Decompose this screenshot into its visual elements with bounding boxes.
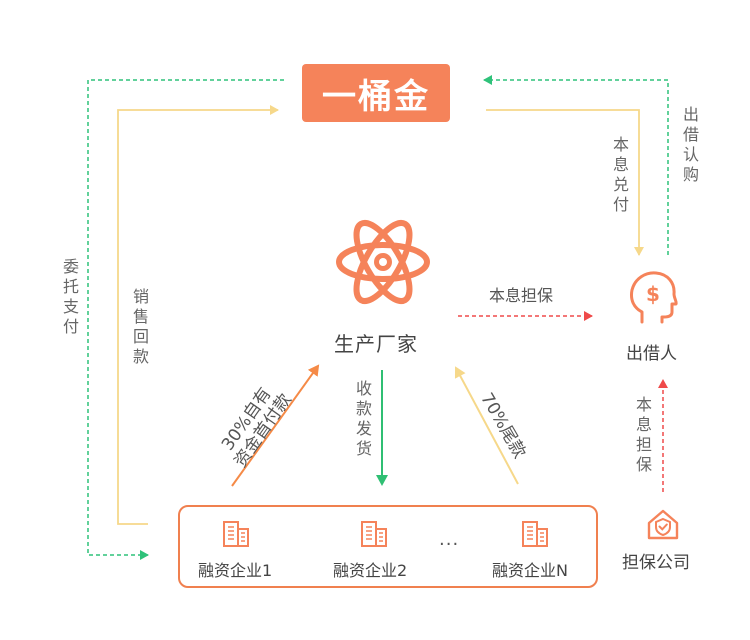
entrusted-payment-line — [87, 79, 284, 560]
lender-head-dollar-icon: $ — [630, 271, 678, 324]
enterprise-label: 融资企业N — [492, 561, 568, 580]
logo-yitongjin: 一桶金 — [302, 64, 450, 122]
entrusted-payment-label: 委托支付 — [60, 258, 79, 338]
building-icon — [223, 521, 249, 547]
svg-text:$: $ — [646, 282, 660, 306]
sales-return-line — [117, 105, 279, 525]
building-icon — [361, 521, 387, 547]
guarantor-label: 担保公司 — [622, 553, 690, 573]
lending-subscription-line — [483, 75, 669, 255]
principal-interest-guarantee-label: 本息担保 — [489, 286, 554, 305]
lender-label: 出借人 — [626, 344, 677, 364]
building-icon — [522, 521, 548, 547]
first-payment-line — [231, 364, 320, 487]
principal-interest-guarantee-vertical-label: 本息担保 — [633, 396, 652, 476]
principal-interest-payment-line — [486, 109, 644, 256]
financing-enterprises-box — [178, 505, 598, 588]
logo-text: 一桶金 — [322, 76, 430, 117]
enterprise-label: 融资企业2 — [333, 561, 408, 580]
atom-icon — [336, 219, 430, 305]
sales-return-label: 销售回款 — [130, 288, 149, 368]
enterprise-label: 融资企业1 — [198, 561, 273, 580]
ellipsis: ··· — [439, 534, 460, 555]
factory-label: 生产厂家 — [334, 332, 418, 356]
principal-interest-payment-label: 本息兑付 — [610, 136, 629, 216]
lending-subscription-label: 出借认购 — [680, 106, 699, 186]
final-payment-line — [454, 366, 519, 485]
guarantor-house-shield-icon — [647, 509, 679, 540]
receipt-delivery-label: 收款发货 — [353, 380, 372, 460]
